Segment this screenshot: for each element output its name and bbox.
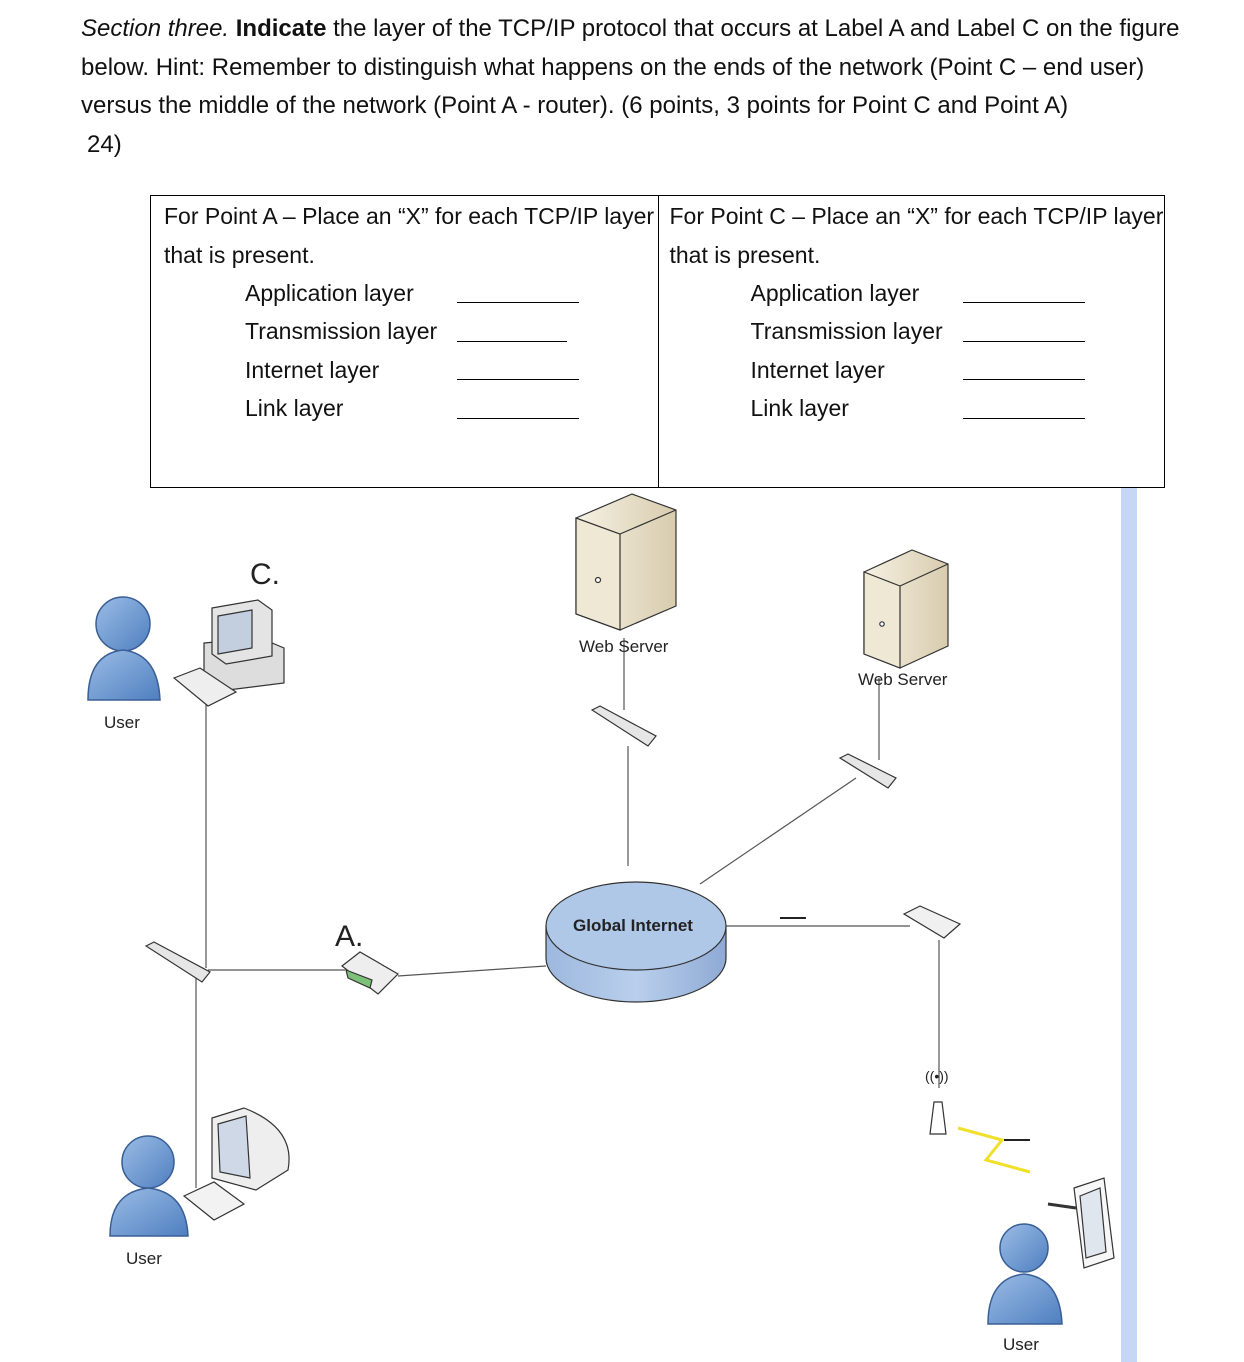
layer-label: Internet layer [750, 356, 885, 383]
layer-label: Link layer [245, 395, 344, 422]
answer-blank[interactable] [457, 417, 579, 419]
point-a-link-row: Link layer [245, 390, 658, 429]
layer-label: Application layer [750, 279, 920, 306]
network-diagram: User C. Web Server Web Server Global Int… [0, 488, 1244, 1362]
web-server-label: Web Server [858, 670, 948, 689]
user-icon [987, 1223, 1063, 1325]
label-a: A. [335, 920, 364, 953]
desktop-computer-icon [172, 599, 285, 707]
switch-icon [144, 705, 962, 983]
question-verb: Indicate [235, 15, 327, 42]
user-icon [87, 596, 161, 701]
section-title: Section three. [81, 15, 230, 42]
point-a-internet-row: Internet layer [245, 351, 658, 390]
question-number: 24) [87, 130, 122, 158]
layer-label: Internet layer [245, 356, 380, 383]
wireless-signal-icon [957, 1126, 1031, 1174]
global-internet-label: Global Internet [573, 916, 693, 935]
point-c-heading: For Point C – Place an “X” for each TCP/… [669, 203, 1164, 268]
internet-cloud [545, 881, 727, 1003]
answer-blank[interactable] [457, 378, 579, 381]
connection-lines [195, 638, 940, 1188]
layer-label: Transmission layer [245, 318, 438, 345]
point-a-transmission-row: Transmission layer [245, 313, 658, 352]
user-icon [109, 1135, 189, 1237]
user-label: User [104, 713, 140, 732]
point-c-application-row: Application layer [751, 274, 1165, 313]
web-server-label: Web Server [579, 637, 669, 656]
answer-blank[interactable] [457, 301, 579, 304]
answer-table: For Point A – Place an “X” for each TCP/… [150, 195, 1165, 488]
answer-blank[interactable] [962, 340, 1085, 342]
server-icon [575, 493, 677, 631]
router-icon [341, 951, 399, 995]
layer-label: Link layer [750, 395, 849, 422]
layer-label: Transmission layer [750, 318, 943, 345]
point-a-application-row: Application layer [245, 274, 658, 313]
answer-blank[interactable] [457, 340, 567, 342]
user-label: User [126, 1249, 162, 1268]
answer-blank[interactable] [962, 417, 1085, 419]
layer-label: Application layer [245, 279, 414, 306]
question-text: Section three. Indicate the layer of the… [81, 10, 1221, 164]
network-diagram-svg [87, 488, 1137, 1362]
point-c-transmission-row: Transmission layer [751, 313, 1165, 352]
wireless-access-point-icon [929, 1101, 947, 1135]
desktop-computer-icon [182, 1107, 290, 1221]
server-icon [863, 549, 949, 669]
wireless-symbol: ((•)) [925, 1068, 949, 1084]
tablet-icon [1047, 1177, 1115, 1269]
point-c-internet-row: Internet layer [751, 351, 1165, 390]
user-label: User [1003, 1335, 1039, 1354]
point-a-heading: For Point A – Place an “X” for each TCP/… [164, 203, 655, 268]
label-c: C. [250, 558, 280, 591]
side-bar [1121, 488, 1137, 1362]
answer-blank[interactable] [962, 378, 1085, 381]
question-body: the layer of the TCP/IP protocol that oc… [81, 15, 1180, 119]
point-c-column: For Point C – Place an “X” for each TCP/… [657, 196, 1165, 487]
point-c-link-row: Link layer [751, 390, 1165, 429]
answer-blank[interactable] [962, 301, 1085, 304]
point-a-column: For Point A – Place an “X” for each TCP/… [151, 196, 658, 487]
